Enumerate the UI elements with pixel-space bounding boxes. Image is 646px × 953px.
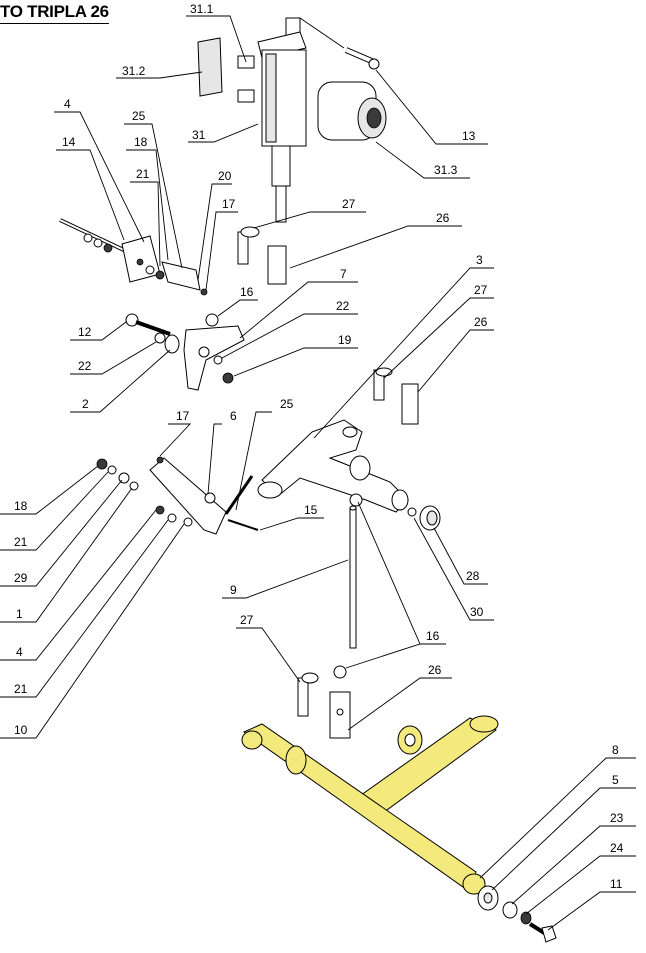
bolt-12-part xyxy=(125,313,234,384)
diagram-title: TO TRIPLA 26 xyxy=(0,2,109,24)
label-23: 23 xyxy=(610,811,624,825)
label-1: 1 xyxy=(16,607,23,621)
label-21-low2: 21 xyxy=(14,682,28,696)
label-17-top: 17 xyxy=(222,197,236,211)
pin-part xyxy=(344,47,380,70)
label-13: 13 xyxy=(462,129,476,143)
label-29: 29 xyxy=(14,571,28,585)
label-31-2: 31.2 xyxy=(122,64,146,78)
bush-28-part xyxy=(407,505,441,531)
label-18-top: 18 xyxy=(134,135,148,149)
label-27-low: 27 xyxy=(240,613,254,627)
label-2: 2 xyxy=(82,397,89,411)
label-31-1: 31.1 xyxy=(190,2,214,16)
label-26-top: 26 xyxy=(436,211,450,225)
label-31: 31 xyxy=(192,128,206,142)
label-9: 9 xyxy=(230,583,237,597)
lever-part xyxy=(183,325,245,391)
washer-stack-lower xyxy=(96,458,193,527)
label-4-low: 4 xyxy=(16,645,23,659)
label-21-low: 21 xyxy=(14,535,28,549)
lower-clevis-part xyxy=(297,665,351,739)
label-5: 5 xyxy=(612,773,619,787)
label-28: 28 xyxy=(466,569,480,583)
label-11: 11 xyxy=(610,877,623,891)
label-31-3: 31.3 xyxy=(434,163,458,177)
label-22-left: 22 xyxy=(78,359,92,373)
label-12: 12 xyxy=(78,325,92,339)
label-26-low: 26 xyxy=(428,663,442,677)
right-clevis-part xyxy=(373,367,419,425)
bolt-stack-upper xyxy=(59,218,208,296)
label-16-low: 16 xyxy=(426,629,440,643)
end-fasteners-part xyxy=(477,885,557,943)
label-30: 30 xyxy=(470,605,484,619)
label-27-top: 27 xyxy=(342,197,356,211)
label-16-top: 16 xyxy=(240,285,254,299)
label-14: 14 xyxy=(62,135,76,149)
label-4-top: 4 xyxy=(64,97,71,111)
frame-part xyxy=(241,715,499,895)
label-18-low: 18 xyxy=(14,499,28,513)
nut-part xyxy=(205,313,219,327)
nut-part-middle xyxy=(349,493,363,507)
label-25-top: 25 xyxy=(132,109,146,123)
leader-lines xyxy=(0,15,636,931)
label-10: 10 xyxy=(14,723,28,737)
label-21-top: 21 xyxy=(136,167,150,181)
label-15: 15 xyxy=(304,503,318,517)
bell-crank-part xyxy=(257,419,409,513)
label-17-mid: 17 xyxy=(176,409,190,423)
label-25-mid: 25 xyxy=(280,397,294,411)
label-22-right: 22 xyxy=(336,299,350,313)
label-27-right: 27 xyxy=(474,283,488,297)
actuator-part xyxy=(237,17,307,223)
part-labels: 31.1 31.2 31 13 31.3 4 25 14 18 21 20 17… xyxy=(14,2,624,891)
motor-part xyxy=(317,81,387,141)
label-7: 7 xyxy=(340,267,347,281)
label-20: 20 xyxy=(218,169,232,183)
label-6: 6 xyxy=(230,409,237,423)
plate-part xyxy=(197,37,223,97)
label-8: 8 xyxy=(612,743,619,757)
rod-part xyxy=(349,505,357,649)
fork-part xyxy=(267,245,287,285)
label-26-right: 26 xyxy=(474,315,488,329)
clevis-part xyxy=(237,226,260,265)
label-19: 19 xyxy=(338,333,352,347)
label-24: 24 xyxy=(610,841,624,855)
label-3: 3 xyxy=(476,253,483,267)
